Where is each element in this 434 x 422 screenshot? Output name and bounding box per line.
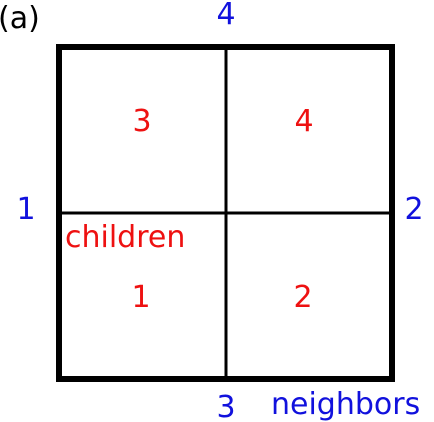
child-top-right-label: 4 <box>294 104 313 139</box>
child-top-left-label: 3 <box>132 104 151 139</box>
neighbor-right-label: 2 <box>404 192 423 227</box>
neighbors-caption: neighbors <box>271 387 420 422</box>
neighbor-left-label: 1 <box>16 192 35 227</box>
panel-label: (a) <box>0 1 40 36</box>
children-caption: children <box>65 220 185 255</box>
child-bottom-right-label: 2 <box>293 280 312 315</box>
neighbor-bottom-label: 3 <box>216 390 235 422</box>
neighbor-top-label: 4 <box>216 0 235 32</box>
child-bottom-left-label: 1 <box>131 280 150 315</box>
